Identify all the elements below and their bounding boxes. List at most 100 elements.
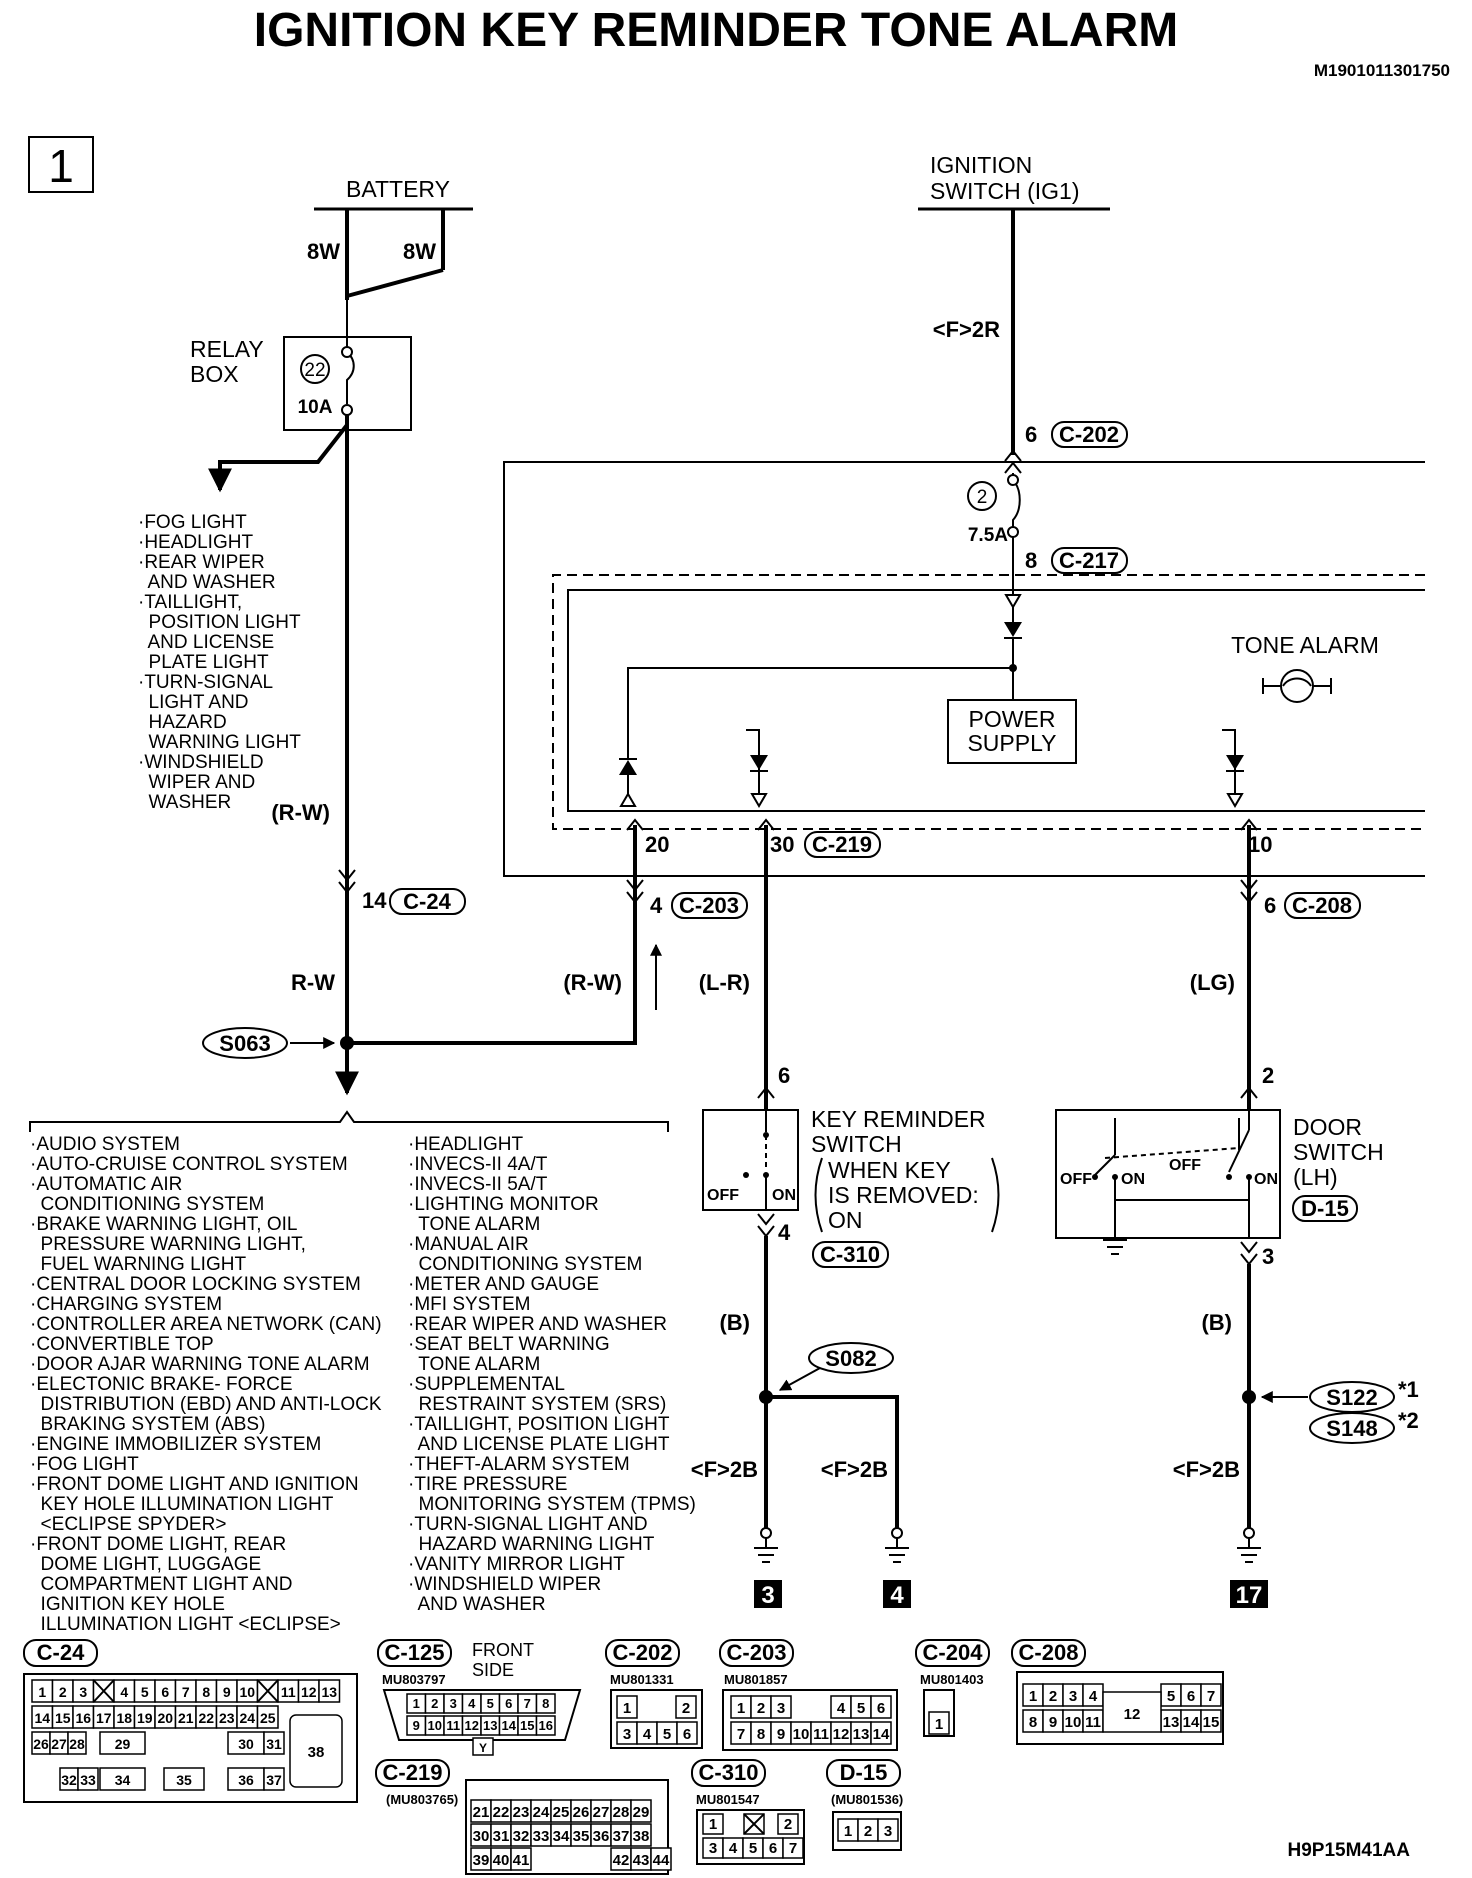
pin-30-terminal [750, 793, 768, 808]
door-switch-off-2: OFF [1169, 1157, 1201, 1174]
door-switch-pin-3: 3 [1262, 1244, 1274, 1269]
ground-symbol [1237, 1538, 1261, 1563]
system-item: ·CHARGING SYSTEM [30, 1294, 222, 1315]
connector-blank-cell [256, 1679, 279, 1703]
pin-6-c202: 6 [1025, 422, 1037, 447]
connector-pin-label: 19 [137, 1710, 153, 1726]
pin-20-diode [619, 760, 637, 775]
connector-c219-outline [465, 1779, 669, 1875]
connector-c204-outline [923, 1689, 955, 1737]
connector-pin-label: 8 [202, 1684, 210, 1700]
ground-17-label: 17 [1236, 1582, 1263, 1609]
other-circuit-item: WASHER [138, 792, 231, 813]
connector-mark-key-switch-top [757, 1086, 775, 1099]
system-item: ·LIGHTING MONITOR [408, 1194, 599, 1215]
key-switch-condition-3: ON [828, 1207, 863, 1233]
connector-name: C-208 [1019, 1640, 1079, 1665]
connector-pin-cell [99, 1767, 146, 1791]
connector-name: C-203 [727, 1640, 787, 1665]
connector-pin-label: 1 [1029, 1688, 1037, 1705]
key-switch-condition-bracket-right [991, 1157, 1000, 1233]
connector-pin-cell [630, 1823, 652, 1847]
system-item: ·VANITY MIRROR LIGHT [408, 1554, 625, 1575]
battery-wire-join [346, 268, 444, 298]
relay-fuse-rating: 10A [298, 397, 333, 418]
pin-30: 30 [770, 832, 794, 857]
door-switch-box [1055, 1109, 1281, 1239]
connector-pin-cell [535, 1693, 556, 1714]
connector-name: C-125 [385, 1640, 445, 1665]
door-switch-label-1: DOOR [1293, 1114, 1362, 1140]
system-item: ·FRONT DOME LIGHT, REAR [30, 1534, 286, 1555]
connector-pin-label: 34 [115, 1772, 131, 1788]
connector-pin-label: 21 [178, 1710, 194, 1726]
connector-pin-label: 27 [593, 1804, 610, 1821]
other-circuit-item: ·TURN-SIGNAL [138, 672, 273, 693]
systems-bracket [29, 1110, 669, 1132]
connector-pin-label: 7 [789, 1840, 797, 1857]
connector-c24-outline [23, 1673, 358, 1803]
connector-pin-label: 12 [301, 1684, 317, 1700]
connector-mark-key-switch-bottom [757, 1213, 775, 1238]
connector-pin-label: 35 [573, 1828, 590, 1845]
connector-pin-label: 2 [784, 1816, 792, 1833]
connector-pin-label: 34 [553, 1828, 570, 1845]
connector-name-tag [915, 1639, 990, 1667]
connector-c202-tag [1051, 421, 1128, 448]
connector-pin-label: 1 [935, 1716, 943, 1733]
connector-mark-pin10 [1240, 818, 1258, 904]
connector-pin-cell [630, 1799, 652, 1823]
connector-c202-tag-label: C-202 [1059, 422, 1119, 447]
door-switch-on-2: ON [1254, 1171, 1278, 1188]
system-item: IGNITION KEY HOLE [30, 1594, 225, 1615]
splice-s082-tag [808, 1342, 894, 1374]
system-item: AND LICENSE PLATE LIGHT [408, 1434, 670, 1455]
etacs-fuse-number-circle [967, 481, 997, 511]
other-circuit-item: WIPER AND [138, 772, 255, 793]
relay-fuse-number: 22 [304, 360, 325, 381]
other-circuits-list: ·FOG LIGHT ·HEADLIGHT ·REAR WIPER AND WA… [138, 512, 301, 813]
connector-pin-label: 13 [853, 1726, 870, 1743]
connector-c24-tag [389, 888, 466, 915]
system-item: RESTRAINT SYSTEM (SRS) [408, 1394, 666, 1415]
tone-alarm-label: TONE ALARM [1231, 632, 1379, 658]
pin-8-terminal [1004, 594, 1022, 609]
connector-pin-label: 5 [663, 1726, 671, 1743]
connector-part-number: MU801547 [696, 1792, 760, 1807]
ground-terminal [760, 1527, 772, 1539]
system-item: CONDITIONING SYSTEM [408, 1254, 642, 1275]
key-switch-pin-6: 6 [778, 1063, 790, 1088]
connector-pin-label: 4 [837, 1700, 846, 1717]
power-supply-label-1: POWER [969, 706, 1056, 732]
connector-pin-label: 4 [120, 1684, 128, 1700]
connector-c203-tag-label: C-203 [679, 893, 739, 918]
figure-code: H9P15M41AA [1288, 1840, 1411, 1861]
connector-mark-door-switch-bottom [1240, 1241, 1258, 1266]
door-switch-off-1: OFF [1060, 1171, 1092, 1188]
key-switch-on: ON [772, 1187, 796, 1204]
connector-pin-label: 7 [524, 1696, 531, 1711]
connector-pin-label: 32 [513, 1828, 530, 1845]
system-item: ·ENGINE IMMOBILIZER SYSTEM [30, 1434, 321, 1455]
connector-mark-pin20 [626, 818, 644, 904]
connector-pin-label: 3 [450, 1696, 457, 1711]
document-id: M1901011301750 [1314, 61, 1450, 80]
connector-pin-label: 33 [533, 1828, 550, 1845]
other-circuit-item: POSITION LIGHT [138, 612, 301, 633]
connector-pin-label: 1 [709, 1816, 717, 1833]
connector-c208-outline [1016, 1671, 1224, 1745]
connector-c208-tag [1284, 892, 1361, 919]
connector-name-tag [691, 1759, 766, 1787]
connector-name-tag [23, 1639, 98, 1667]
connector-pin-label: 13 [483, 1718, 497, 1733]
tone-alarm-circle [1280, 669, 1314, 703]
system-item: ·TURN-SIGNAL LIGHT AND [408, 1514, 648, 1535]
page-number-box [28, 136, 94, 193]
connector-c219-tag-label: C-219 [812, 832, 872, 857]
ground-4-label: 4 [890, 1582, 904, 1609]
connector-pin-label: 24 [239, 1710, 255, 1726]
connector-pin-cell [289, 1714, 343, 1788]
connector-c217-tag-label: C-217 [1059, 548, 1119, 573]
connector-pin-cell [77, 1767, 99, 1791]
splice-s148-tag [1309, 1412, 1395, 1444]
